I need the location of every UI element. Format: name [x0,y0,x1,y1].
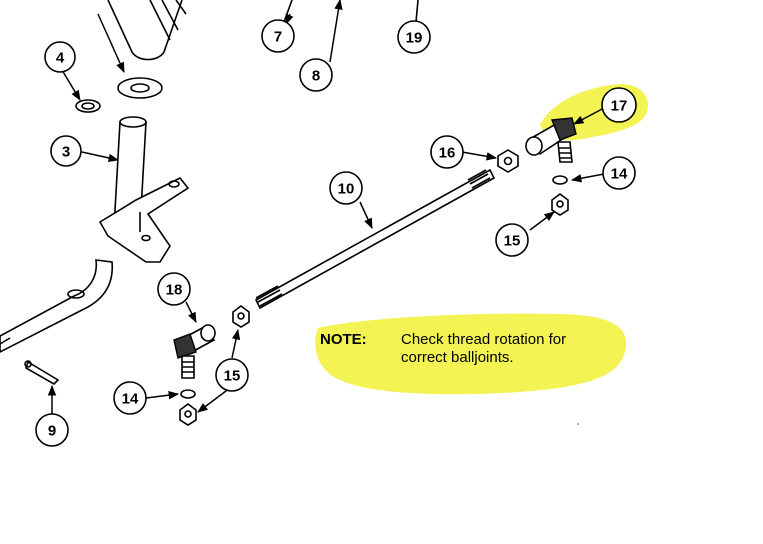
callout-15-right: 15 [495,223,529,257]
callout-10: 10 [329,171,363,205]
callout-3-label: 3 [62,144,70,161]
callout-7: 7 [261,19,295,53]
callout-18-label: 18 [166,282,183,299]
nut-15-lower [179,403,197,426]
callout-4-label: 4 [56,50,65,67]
callout-8: 8 [299,58,333,92]
cotter-pin [24,360,60,385]
note-line-1: Check thread rotation for [401,331,566,348]
callout-14-right: 14 [602,156,636,190]
callout-9: 9 [35,413,69,447]
leader-lines [47,0,605,414]
callout-3: 3 [50,135,82,167]
steering-spindle [98,116,190,263]
callout-4: 4 [44,41,76,73]
ball-joint-18 [173,324,216,379]
speck [577,423,579,425]
nut-15-left [232,305,250,328]
callout-14-left-label: 14 [122,391,139,408]
callout-15-left-label: 15 [224,368,241,385]
callout-19-label: 19 [406,30,423,47]
washer-hole [130,83,150,93]
ball-joint-17 [525,117,577,163]
callout-10-label: 10 [338,181,355,198]
callout-8-label: 8 [312,68,320,85]
callout-16: 16 [430,135,464,169]
callout-9-label: 9 [48,423,56,440]
callout-17-label: 17 [611,98,628,115]
callout-16-label: 16 [439,145,456,162]
callout-15-left: 15 [215,358,249,392]
washer-14-left [180,389,196,399]
callout-19: 19 [397,20,431,54]
callout-18: 18 [157,272,191,306]
jam-nut-16 [497,149,519,173]
callout-7-label: 7 [274,29,282,46]
highlight-note [315,313,627,395]
snap-ring [75,99,101,113]
note-line-2: correct balljoints. [401,349,514,366]
washer [117,77,163,99]
nut-15-right [551,193,569,216]
callout-14-right-label: 14 [611,166,628,183]
axle-beam [0,259,114,353]
tie-rod [254,168,496,310]
callout-15-right-label: 15 [504,233,521,250]
callout-17: 17 [601,87,637,123]
housing-top [107,0,187,61]
washer-14-right [552,175,568,185]
note-label: NOTE: [320,331,367,348]
callout-14-left: 14 [113,381,147,415]
